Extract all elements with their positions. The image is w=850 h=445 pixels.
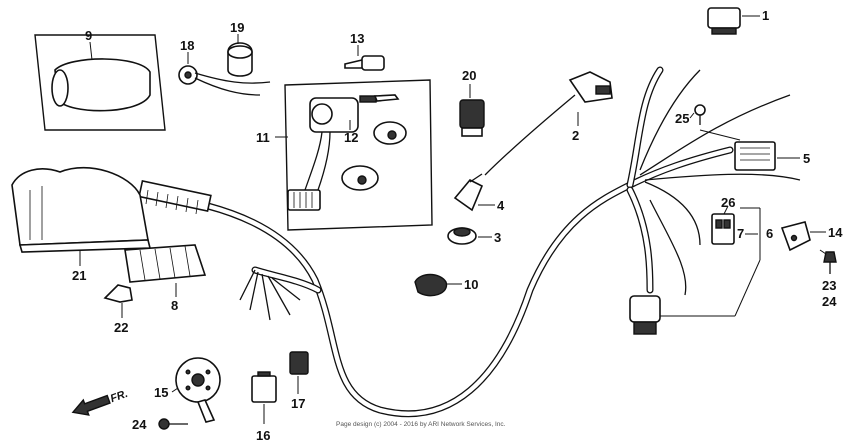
part-2-clutch-switch [484,71,613,176]
callout-14: 14 [828,225,843,240]
copyright-notice: Page design (c) 2004 - 2016 by ARI Netwo… [336,421,506,428]
callout-2: 2 [572,128,579,143]
part-23-bolt [819,249,837,274]
part-19-wire-clip [227,34,253,77]
callout-22: 22 [114,320,128,335]
part-16-relay [251,371,277,424]
callout-23: 23 [822,278,836,293]
callout-11: 11 [256,130,270,145]
callout-17: 17 [291,396,305,411]
part-10-band-clip [414,273,462,297]
callout-labels: 1 2 3 4 5 6 7 8 9 10 11 12 13 14 15 16 1… [72,8,843,443]
main-wire-harness [146,66,801,418]
part-24-bolt-bottom [158,418,188,430]
callout-6: 6 [766,226,773,241]
part-3-grommet [447,227,492,245]
part-6-bracket-group [740,207,761,260]
part-17-relay [289,351,309,394]
callout-16: 16 [256,428,270,443]
callout-25: 25 [675,111,689,126]
part-26-fuse-holder [711,205,735,245]
part-1-relay [707,7,760,35]
callout-18: 18 [180,38,194,53]
part-9-boot-cover [34,34,166,131]
part-4-plug-cap [453,173,495,212]
callout-21: 21 [72,268,86,283]
callout-8: 8 [171,298,178,313]
part-5-regulator-rectifier [699,129,800,171]
callout-12: 12 [344,130,358,145]
callout-3: 3 [494,230,501,245]
callout-20: 20 [462,68,476,83]
callout-10: 10 [464,277,478,292]
callout-24-bottom: 24 [132,417,147,432]
harness-coupler-bundle [629,259,761,335]
callout-4: 4 [497,198,505,213]
part-20-relay [459,84,485,137]
part-18-grommet [178,52,271,96]
part-14-bracket [780,221,826,252]
callout-15: 15 [154,385,168,400]
callout-24-right: 24 [822,294,837,309]
callout-26: 26 [721,195,735,210]
callout-13: 13 [350,31,364,46]
part-25-bolt [689,104,706,125]
front-direction-arrow: FR. [71,388,130,416]
callout-1: 1 [762,8,769,23]
part-11-ignition-switch-set [275,79,433,231]
harness-multi-connector [138,179,212,215]
part-22-clip [103,284,133,318]
part-13-key [344,45,385,71]
callout-9: 9 [85,28,92,43]
part-15-horn [171,357,221,423]
part-21-main-cover [11,167,152,266]
callout-19: 19 [230,20,244,35]
front-direction-label: FR. [109,388,130,405]
callout-5: 5 [803,151,810,166]
part-8-fuse-box [124,244,207,297]
callout-7: 7 [737,226,744,241]
